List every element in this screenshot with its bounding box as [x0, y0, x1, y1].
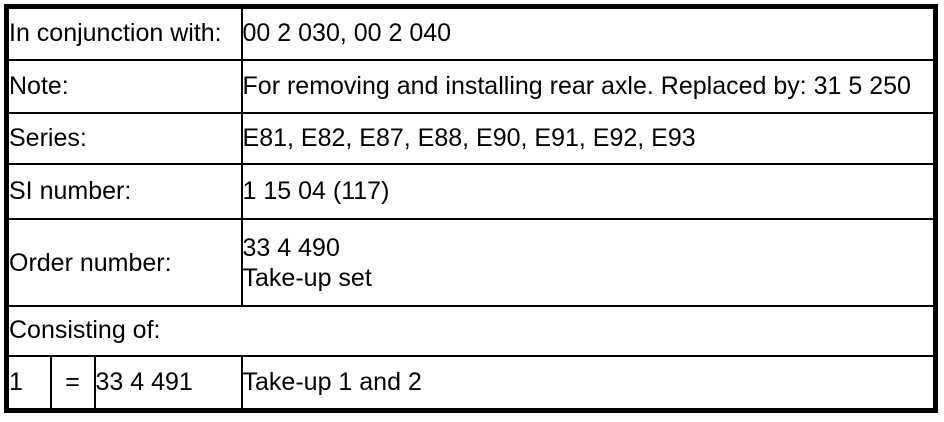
row-label-series: Series:: [5, 111, 243, 165]
item-order-number: 33 4 491: [93, 355, 243, 412]
row-value-note: For removing and installing rear axle. R…: [240, 58, 937, 114]
row-value-in-conjunction-with: 00 2 030, 00 2 040: [240, 5, 937, 61]
order-number-set-name: Take-up set: [242, 263, 372, 292]
row-label-order-number: Order number:: [5, 218, 243, 308]
consisting-of-header: Consisting of:: [5, 305, 937, 358]
tool-info-table: In conjunction with: 00 2 030, 00 2 040 …: [4, 4, 938, 413]
row-label-si-number: SI number:: [5, 162, 243, 221]
row-value-series: E81, E82, E87, E88, E90, E91, E92, E93: [240, 111, 937, 165]
row-label-note: Note:: [5, 58, 243, 114]
item-description: Take-up 1 and 2: [240, 355, 937, 412]
table-row-consisting-item: 1 = 33 4 491 Take-up 1 and 2: [5, 355, 937, 412]
table-row-note: Note: For removing and installing rear a…: [5, 58, 937, 114]
row-label-in-conjunction-with: In conjunction with:: [5, 5, 243, 61]
item-position: 1: [5, 355, 52, 412]
table-row-series: Series: E81, E82, E87, E88, E90, E91, E9…: [5, 111, 937, 165]
table-row-consisting-of: Consisting of:: [5, 305, 937, 358]
item-equals-sign: =: [49, 355, 96, 412]
row-value-si-number: 1 15 04 (117): [240, 162, 937, 221]
table-row-order-number: Order number: 33 4 490 Take-up set: [5, 218, 937, 308]
order-number-value: 33 4 490: [242, 233, 340, 262]
row-value-order-number: 33 4 490 Take-up set: [240, 218, 937, 308]
table-row-si-number: SI number: 1 15 04 (117): [5, 162, 937, 221]
table-row-in-conjunction-with: In conjunction with: 00 2 030, 00 2 040: [5, 5, 937, 61]
